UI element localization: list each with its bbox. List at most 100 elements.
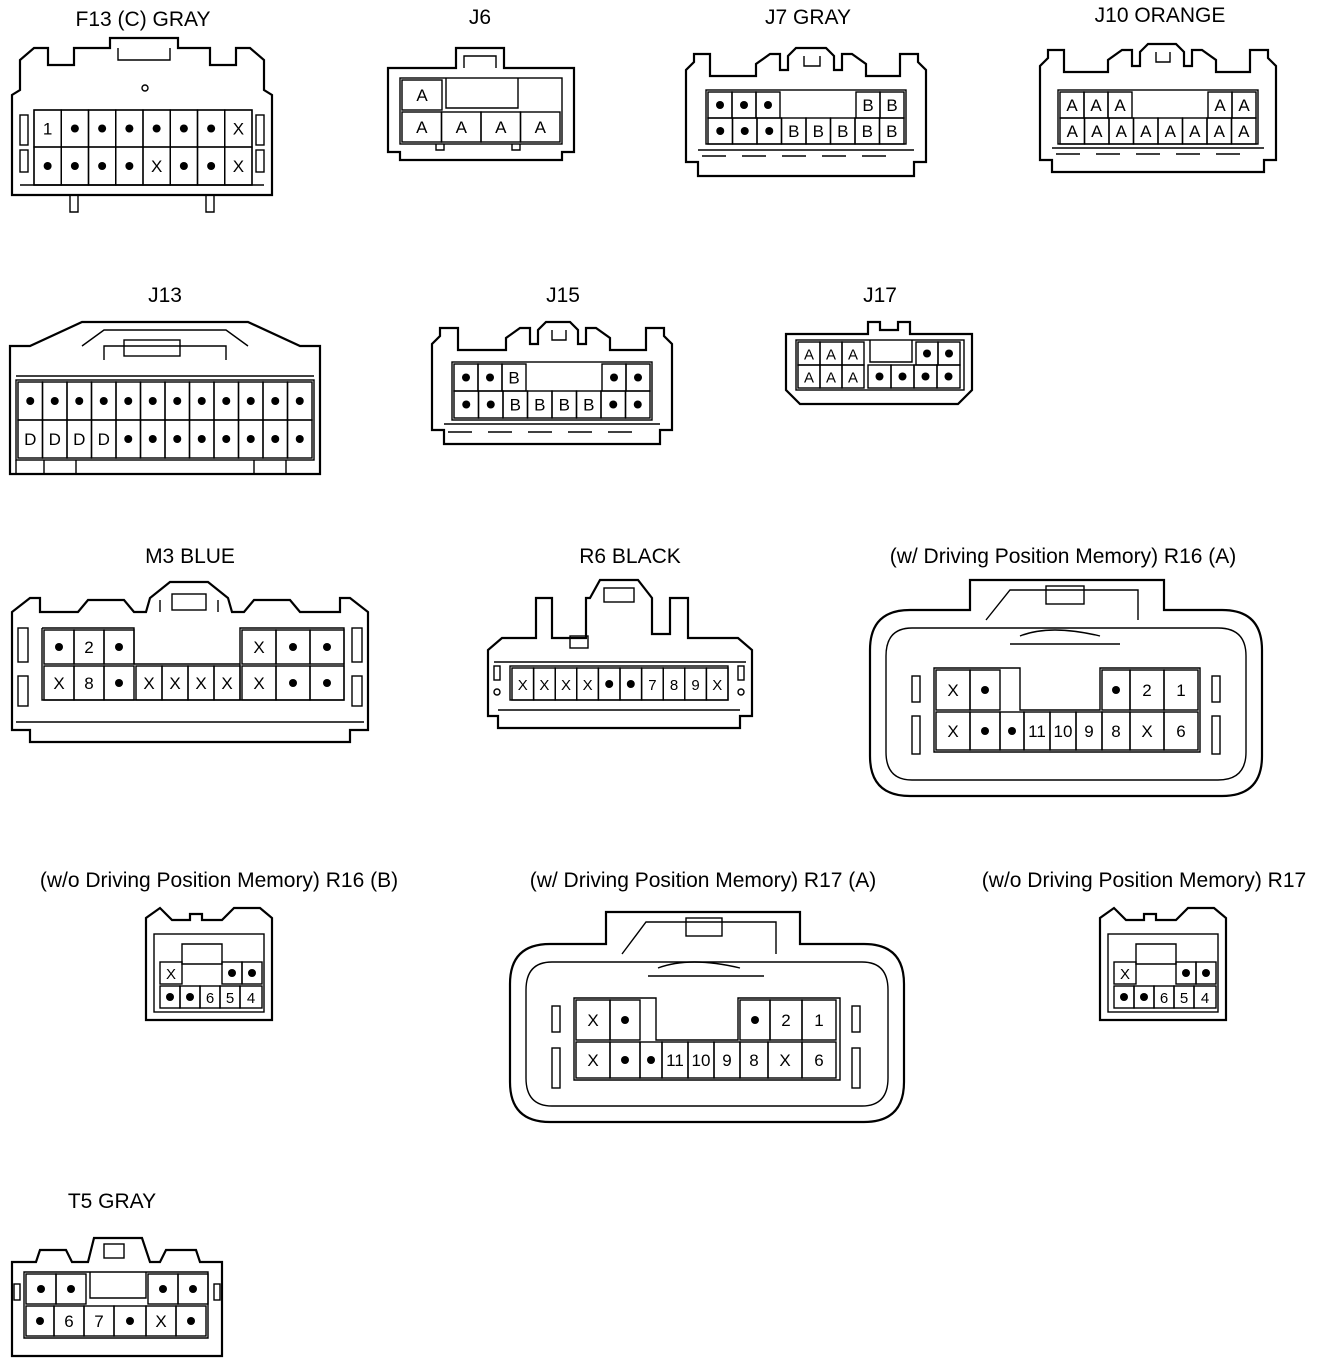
pin-dot (124, 397, 133, 405)
pin-dot (148, 435, 157, 443)
pin-label: A (1214, 96, 1226, 115)
title-j15: J15 (546, 284, 580, 307)
pin-label: A (848, 370, 858, 387)
pin-label: A (416, 86, 428, 105)
pin-label: 9 (1084, 722, 1093, 741)
pin-label: 9 (722, 1051, 731, 1070)
pin-label: B (813, 122, 824, 141)
pin-cell (878, 117, 905, 145)
pin-label: A (1238, 96, 1250, 115)
pin-label: A (826, 347, 836, 364)
pin-label: 8 (84, 674, 93, 693)
pin-dot (36, 1317, 44, 1325)
pin-dot (621, 1016, 629, 1024)
pin-cell (936, 364, 961, 389)
pin-label: X (253, 674, 264, 693)
pin-dot (248, 969, 256, 977)
pin-label: B (886, 122, 897, 141)
pin-cell (175, 1305, 207, 1337)
pin-cell (624, 390, 651, 419)
pin-label: D (98, 430, 110, 449)
pin-cell (1193, 985, 1217, 1009)
pin-dot (70, 124, 79, 133)
pin-dot (115, 643, 123, 651)
pin-dot (173, 397, 182, 405)
pin-dot (207, 124, 216, 133)
pin-dot (981, 727, 989, 735)
pin-label: B (886, 96, 897, 115)
pin-dot (187, 1317, 195, 1325)
pin-label: X (587, 1051, 598, 1070)
pin-cell (286, 419, 313, 459)
pin-cell (519, 111, 561, 143)
pin-label: B (510, 396, 521, 415)
pin-dot (98, 162, 107, 170)
pin-dot (43, 162, 52, 170)
pin-label: X (53, 674, 64, 693)
pin-label: 6 (1160, 990, 1168, 1007)
pin-dot (945, 349, 953, 358)
pin-label: X (587, 1011, 598, 1030)
pin-label: X (143, 674, 154, 693)
pin-label: B (534, 396, 545, 415)
pin-dot (222, 397, 231, 405)
pin-dot (323, 643, 331, 651)
pin-dot (26, 397, 35, 405)
pin-dot (125, 162, 134, 170)
pin-label: B (862, 122, 873, 141)
pin-label: X (253, 638, 264, 657)
pin-cell (103, 629, 135, 665)
pin-dot (626, 680, 635, 688)
pin-label: A (1214, 122, 1226, 141)
titles: F13 (C) GRAY J6 J7 GRAY J10 ORANGE J13 J… (40, 4, 1306, 1213)
pin-dot (609, 400, 618, 409)
pin-dot (222, 435, 231, 443)
pin-dot (179, 124, 188, 133)
pin-label: A (456, 118, 468, 137)
pin-label: A (1116, 122, 1128, 141)
pin-dot (271, 435, 280, 443)
pin-label: X (195, 674, 206, 693)
pin-label: X (233, 120, 244, 139)
pin-dot (740, 127, 749, 135)
pin-dot (486, 373, 494, 382)
title-r16b: (w/o Driving Position Memory) R16 (B) (40, 869, 398, 892)
pin-label: D (73, 430, 85, 449)
pin-cell (224, 146, 253, 186)
pin-label: A (1114, 96, 1126, 115)
pin-dot (189, 1285, 197, 1293)
pin-cell (309, 665, 345, 701)
pin-cell (103, 665, 135, 701)
pin-dot (124, 435, 133, 443)
pin-label: X (947, 722, 958, 741)
pin-label: B (837, 122, 848, 141)
pin-dot (716, 127, 725, 135)
pin-dot (944, 372, 953, 381)
pin-label: A (848, 347, 858, 364)
pin-label: 11 (666, 1051, 684, 1070)
pin-label: D (49, 430, 61, 449)
title-j6: J6 (469, 6, 491, 29)
pin-dot (1120, 993, 1128, 1001)
pin-cell (241, 961, 263, 985)
pin-dot (740, 101, 748, 109)
pin-label: A (1238, 122, 1250, 141)
pin-label: 8 (670, 677, 678, 694)
pin-dot (289, 643, 297, 651)
pin-label: 5 (1180, 990, 1188, 1007)
pin-dot (197, 435, 206, 443)
pin-label: A (1189, 122, 1201, 141)
pin-dot (610, 373, 618, 382)
pin-dot (295, 397, 304, 405)
pin-label: X (712, 677, 722, 694)
